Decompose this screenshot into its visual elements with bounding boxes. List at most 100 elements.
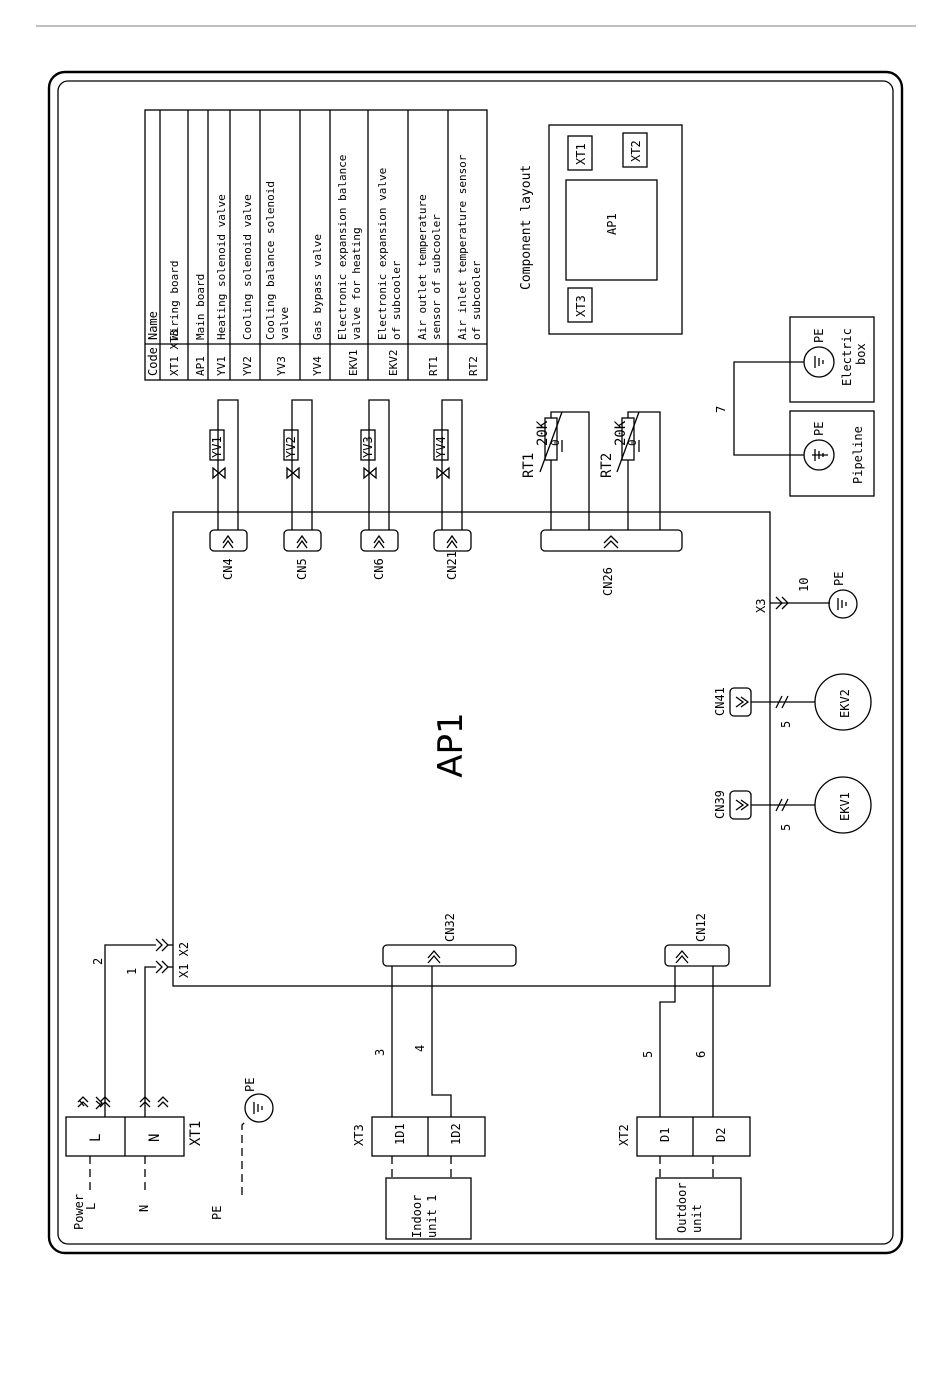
table-name: Main board [194,274,207,340]
cn26-label: CN26 [601,567,615,596]
connector-label-cn41: CN41 [713,687,727,716]
cn26-connector [540,529,683,552]
table-code-ap1: AP1 [194,356,207,376]
table-header-name: Name [146,311,160,340]
valve-coil-box [283,429,299,461]
valve-coil-box [433,429,449,461]
valve-label-yv3: YV3 [361,436,375,458]
xt3-label: XT3 [352,1124,366,1146]
pipeline-label: Pipeline [851,426,865,484]
connector-label-cn39: CN39 [713,790,727,819]
component-layout-frame [548,124,683,335]
power-n-label: N [137,1205,151,1212]
wire-6-label: 6 [694,1051,708,1058]
pipeline-pe-label: PE [812,422,826,436]
table-code-yv3: YV3 [275,356,288,376]
xt2-label: XT2 [617,1124,631,1146]
cn32-connector [382,944,517,967]
layout-xt1-box [567,135,593,171]
valve-icon [286,466,300,480]
wire-4-label: 4 [413,1045,427,1052]
x3-ground-symbol [828,589,858,619]
table-code-ekv2: EKV2 [387,350,400,377]
valve-icon [212,466,226,480]
svg-text:θ: θ [549,439,562,446]
xt1-terminal-l: L [88,1134,104,1142]
layout-xt2-label: XT2 [629,140,643,162]
cn12-label: CN12 [694,913,708,942]
x1x2-label: X1 X2 [177,942,191,978]
valve-coil-box [360,429,376,461]
table-name: of subcooler [470,260,483,340]
outdoor-comm: CN12 5 6 D1 D2 XT2 Outdoor unit [617,913,751,1240]
table-name: Air outlet temperature [416,194,429,340]
indoor-unit-box [385,1177,472,1240]
table-name: of subcooler [390,260,403,340]
table-code-yv4: YV4 [311,356,324,376]
valve-icon [363,466,377,480]
rt1-sensor [544,417,558,461]
table-code-yv2: YV2 [241,356,254,376]
ap1-label: AP1 [431,712,471,777]
connector-cn21 [433,529,472,552]
power-ground-pe: PE [243,1078,257,1092]
outdoor-unit-label-2: unit [690,1204,704,1233]
table-code-rt2: RT2 [467,356,480,376]
indoor-unit-label-2: unit 1 [425,1195,439,1238]
valve-icon [436,466,450,480]
outer-frame [47,70,904,1255]
wire-2-label: 2 [91,958,105,965]
connector-label-cn6: CN6 [372,558,386,580]
outdoor-unit-label-1: Outdoor [675,1182,689,1233]
valve-label-yv4: YV4 [434,436,448,458]
x3-label: X3 [754,599,768,613]
ekv-coil-icon [814,673,872,731]
wire-3-label: 3 [373,1049,387,1056]
table-name: Electronic expansion valve [376,168,389,340]
connector-label-cn5: CN5 [295,558,309,580]
wire-1-label: 1 [125,968,139,975]
electric-box-label-2: box [854,343,868,365]
table-code-yv1: YV1 [215,356,228,376]
xt1-terminal-n: N [147,1134,163,1142]
indoor-unit-label-1: Indoor [410,1195,424,1238]
table-name: Air inlet temperature sensor [456,154,469,340]
valve-label-yv2: YV2 [284,436,298,458]
table-name: Wiring board [168,261,181,340]
ekv-wire-label: 5 [779,721,793,728]
table-name: Gas bypass valve [311,234,324,340]
connector-label-cn21: CN21 [445,551,459,580]
ground-wire-10: 10 [797,578,811,592]
ap1-main-board [172,511,771,987]
svg-text:θ: θ [626,439,639,446]
sensor-group: CN26 θ RT1 20K θ RT2 20K [521,411,683,596]
table-name: sensor of subcooler [430,214,443,340]
xt2-terminal-1: D1 [658,1128,672,1142]
layout-xt3-box [567,287,593,323]
component-table: Code Name [144,109,488,381]
table-code-ekv1: EKV1 [347,350,360,377]
valve-wire [368,399,390,530]
table-name: Heating solenoid valve [215,194,228,340]
valve-wire [291,399,313,530]
rt2-label: RT2 [599,453,615,478]
cn32-label: CN32 [443,913,457,942]
electric-box [789,316,875,403]
indoor-comm: CN32 3 4 1D1 1D2 XT3 Indoor unit 1 [352,913,517,1240]
table-name: Cooling balance solenoid [264,181,277,340]
layout-ap1-label: AP1 [605,213,619,235]
rt2-sensor [621,417,635,461]
valve-coil-box [209,429,225,461]
ground-wire-7: 7 [714,406,728,413]
x3-pe-label: PE [832,572,846,586]
power-ground-symbol [244,1093,274,1123]
rt1-label: RT1 [521,453,537,478]
table-name: Cooling solenoid valve [241,194,254,340]
wire-5-label: 5 [641,1051,655,1058]
